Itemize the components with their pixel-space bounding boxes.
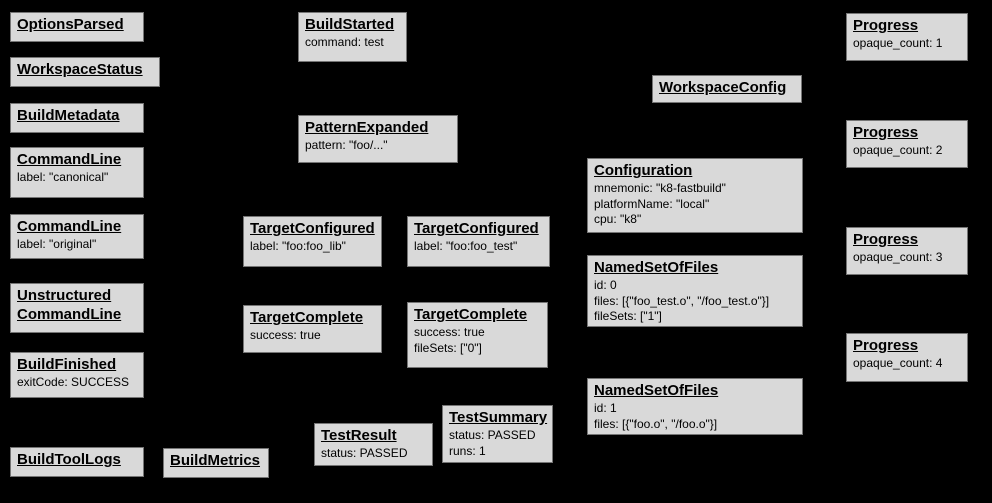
node-attr: id: 1 [594, 400, 617, 415]
node-attr: opaque_count: 4 [853, 355, 943, 370]
node-title: Progress [853, 337, 919, 354]
node-attr: label: "foo:foo_lib" [250, 238, 346, 253]
node-named-set-of-files-0: NamedSetOfFiles id: 0 files: [{"foo_test… [587, 255, 803, 327]
node-attr: opaque_count: 3 [853, 249, 943, 264]
node-test-summary: TestSummary status: PASSED runs: 1 [442, 405, 553, 463]
node-attr: fileSets: ["1"] [594, 309, 662, 324]
node-target-complete-foo-lib: TargetComplete success: true [243, 305, 382, 353]
node-options-parsed: OptionsParsed [10, 12, 144, 42]
node-build-started: BuildStarted command: test [298, 12, 407, 62]
node-unstructured-command-line: Unstructured CommandLine [10, 283, 144, 333]
node-target-configured-foo-lib: TargetConfigured label: "foo:foo_lib" [243, 216, 382, 267]
node-attr: platformName: "local" [594, 196, 710, 211]
node-title: Unstructured CommandLine [17, 287, 122, 323]
node-attr: exitCode: SUCCESS [17, 374, 130, 389]
node-title: PatternExpanded [305, 119, 429, 136]
node-attr: label: "canonical" [17, 169, 109, 184]
node-configuration: Configuration mnemonic: "k8-fastbuild" p… [587, 158, 803, 233]
node-workspace-config: WorkspaceConfig [652, 75, 802, 103]
node-attr: label: "foo:foo_test" [414, 238, 518, 253]
node-title: BuildMetadata [17, 107, 120, 124]
node-title: Configuration [594, 162, 693, 179]
node-title: WorkspaceStatus [17, 61, 143, 78]
node-title: TargetConfigured [414, 220, 539, 237]
node-workspace-status: WorkspaceStatus [10, 57, 160, 87]
node-title: TestResult [321, 427, 397, 444]
node-title: NamedSetOfFiles [594, 382, 719, 399]
node-command-line-canonical: CommandLine label: "canonical" [10, 147, 144, 198]
node-attr: opaque_count: 2 [853, 142, 943, 157]
node-title: Progress [853, 17, 919, 34]
node-build-metadata: BuildMetadata [10, 103, 144, 133]
node-title: TargetConfigured [250, 220, 375, 237]
node-target-configured-foo-test: TargetConfigured label: "foo:foo_test" [407, 216, 550, 267]
node-title: TargetComplete [414, 306, 528, 323]
node-title: BuildStarted [305, 16, 395, 33]
node-title: NamedSetOfFiles [594, 259, 719, 276]
node-progress-3: Progress opaque_count: 3 [846, 227, 968, 275]
node-progress-4: Progress opaque_count: 4 [846, 333, 968, 382]
node-attr: mnemonic: "k8-fastbuild" [594, 180, 726, 195]
node-attr: fileSets: ["0"] [414, 340, 482, 355]
node-named-set-of-files-1: NamedSetOfFiles id: 1 files: [{"foo.o", … [587, 378, 803, 435]
node-progress-1: Progress opaque_count: 1 [846, 13, 968, 61]
node-title: TargetComplete [250, 309, 364, 326]
node-attr: opaque_count: 1 [853, 35, 943, 50]
node-target-complete-foo-test: TargetComplete success: true fileSets: [… [407, 302, 548, 368]
node-title: Progress [853, 231, 919, 248]
node-attr: runs: 1 [449, 443, 486, 458]
node-attr: status: PASSED [449, 427, 536, 442]
node-title: WorkspaceConfig [659, 79, 787, 96]
node-command-line-original: CommandLine label: "original" [10, 214, 144, 259]
node-title: BuildMetrics [170, 452, 261, 469]
node-title: BuildToolLogs [17, 451, 121, 468]
node-title: TestSummary [449, 409, 548, 426]
node-attr: id: 0 [594, 277, 617, 292]
node-build-metrics: BuildMetrics [163, 448, 269, 478]
node-progress-2: Progress opaque_count: 2 [846, 120, 968, 168]
node-attr: command: test [305, 34, 384, 49]
node-attr: files: [{"foo.o", "/foo.o"}] [594, 416, 718, 431]
node-attr: success: true [414, 324, 485, 339]
node-attr: pattern: "foo/..." [305, 137, 388, 152]
node-attr: status: PASSED [321, 445, 408, 460]
node-build-finished: BuildFinished exitCode: SUCCESS [10, 352, 144, 398]
node-attr: success: true [250, 327, 321, 342]
node-attr: cpu: "k8" [594, 212, 642, 227]
node-title: BuildFinished [17, 356, 117, 373]
node-attr: files: [{"foo_test.o", "/foo_test.o"}] [594, 293, 770, 308]
node-title: CommandLine [17, 218, 122, 235]
node-title: CommandLine [17, 151, 122, 168]
node-title: Progress [853, 124, 919, 141]
node-attr: label: "original" [17, 236, 97, 251]
node-pattern-expanded: PatternExpanded pattern: "foo/..." [298, 115, 458, 163]
node-build-tool-logs: BuildToolLogs [10, 447, 144, 477]
node-test-result: TestResult status: PASSED [314, 423, 433, 466]
node-title: OptionsParsed [17, 16, 124, 33]
